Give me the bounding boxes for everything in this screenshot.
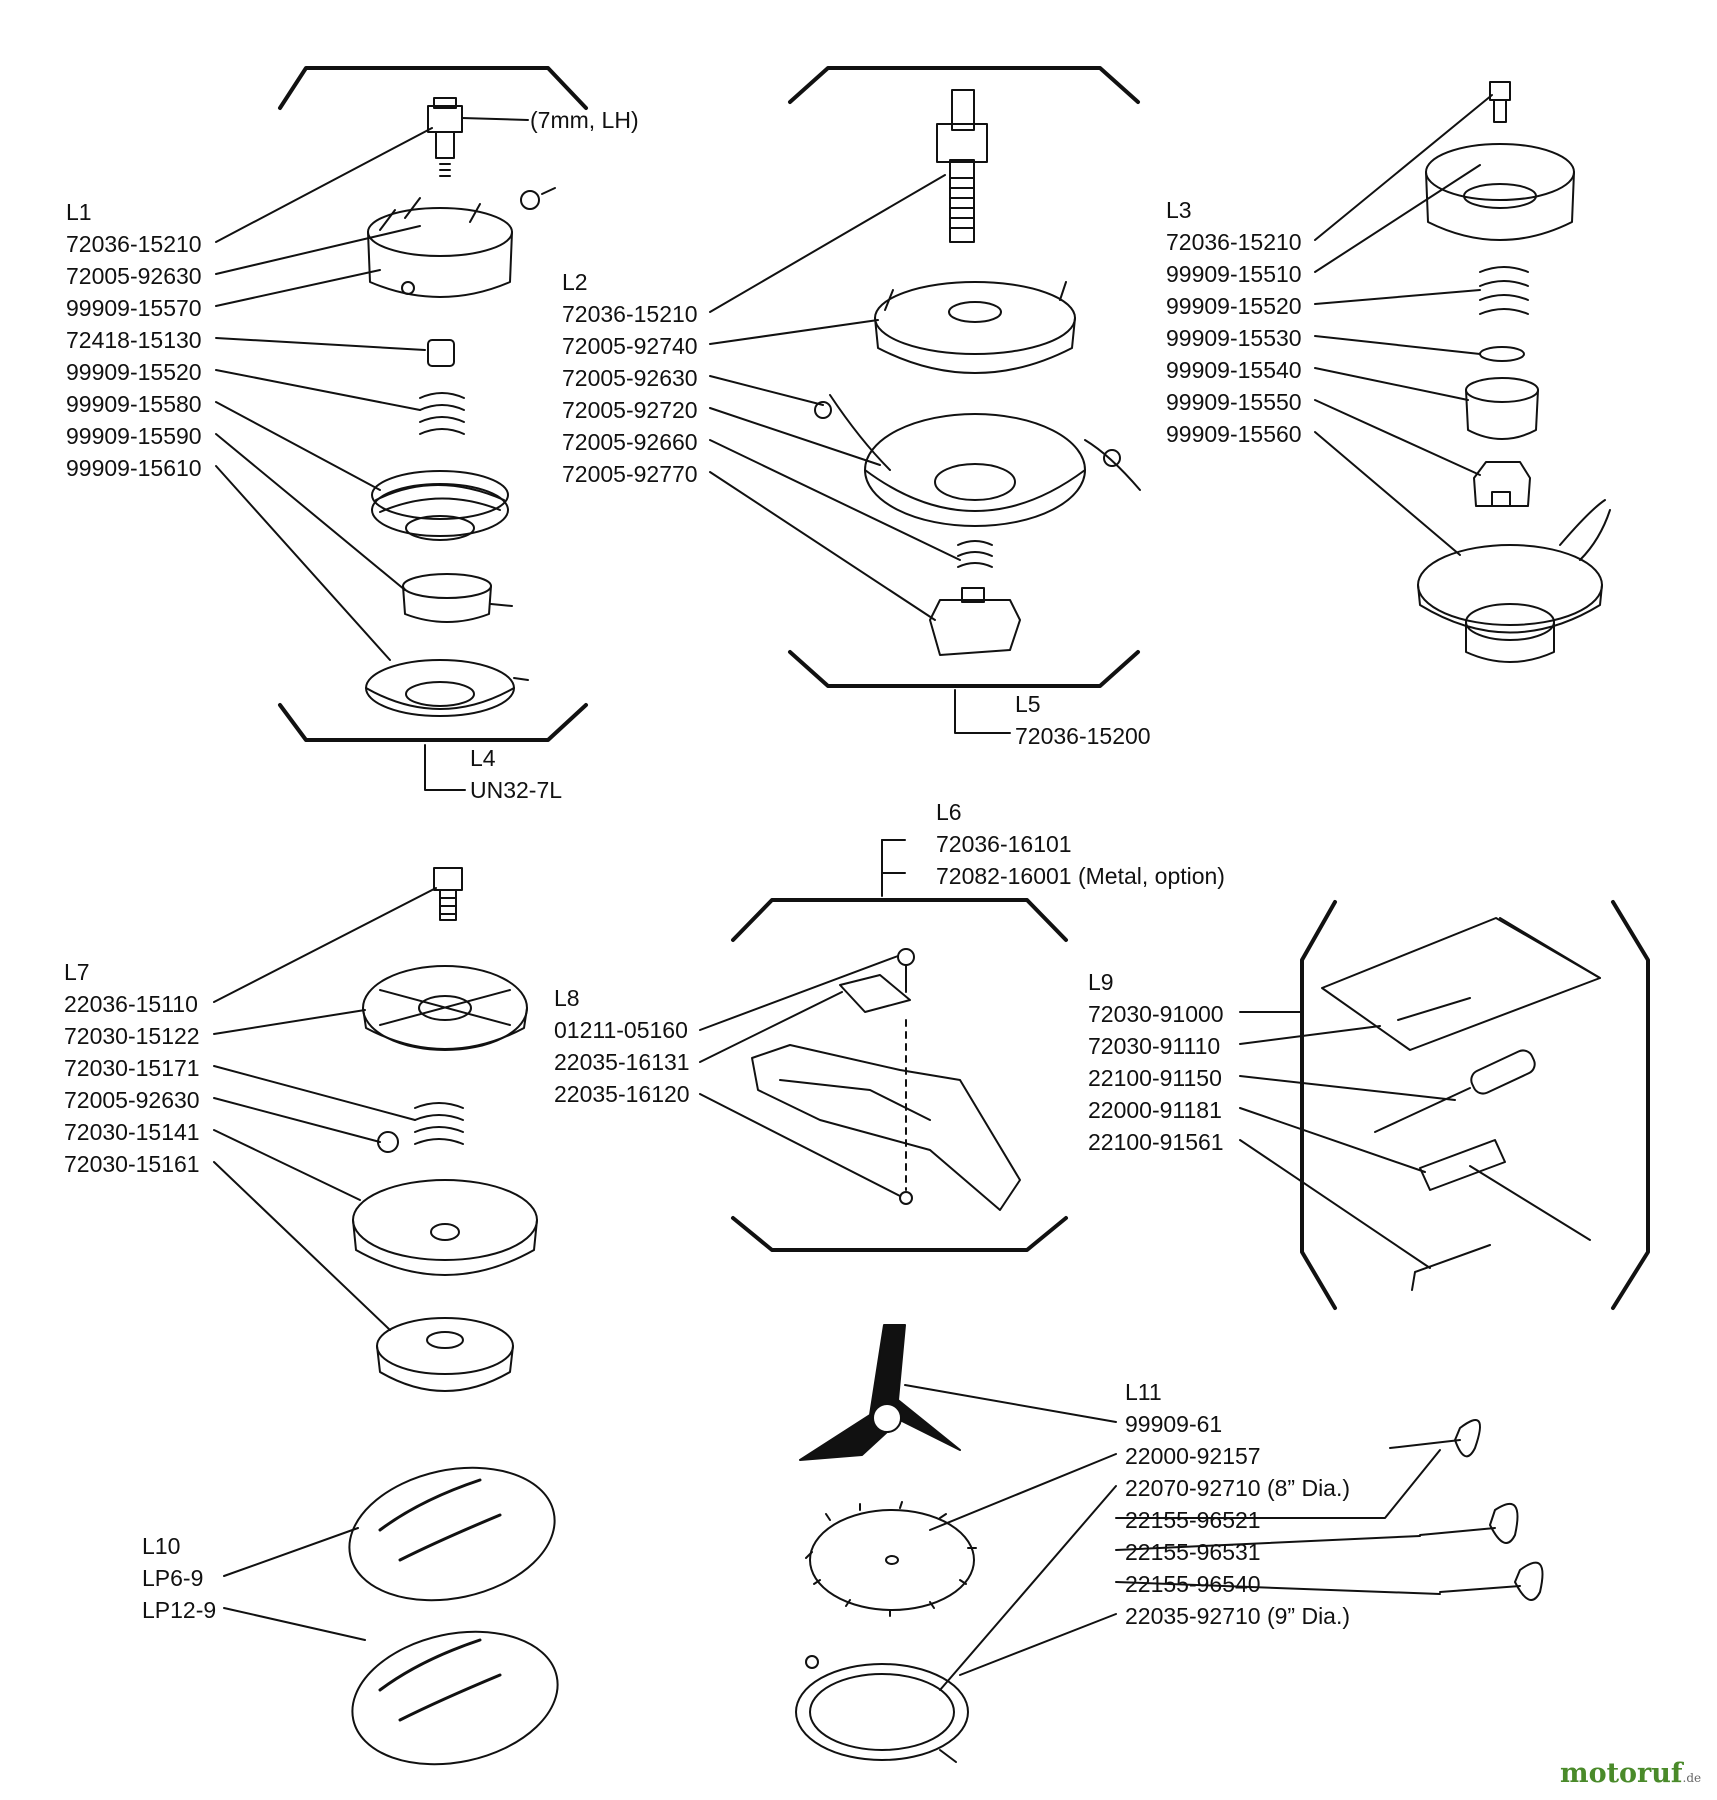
part-number: 72030-91110 [1088,1033,1221,1059]
part-number: 72030-91000 [1088,1001,1224,1027]
part-number: 99909-61 [1125,1411,1223,1437]
part-number: 22035-92710 (9” Dia.) [1125,1603,1351,1629]
part-number: 72005-92630 [562,365,698,391]
ref-lines [424,689,1011,897]
watermark-logo: motoruf.de [1560,1758,1701,1789]
bracket-l1 [278,66,588,742]
part-number: 22155-96521 [1125,1507,1261,1533]
part-number: 22035-16131 [554,1049,690,1075]
l2-assembly [814,89,1141,656]
part-number: 72030-15161 [64,1151,200,1177]
part-number: 99909-15570 [66,295,202,321]
group-title-l7: L7 [64,959,90,985]
part-number: 72036-15200 [1015,723,1151,749]
group-title-l9: L9 [1088,969,1114,995]
part-number: 72005-92630 [64,1087,200,1113]
l9-assembly [1321,917,1601,1291]
part-number: 99909-15550 [1166,389,1302,415]
group-title-l3: L3 [1166,197,1192,223]
part-number: 72005-92630 [66,263,202,289]
part-number: 72036-16101 [936,831,1072,857]
l1-note: (7mm, LH) [530,107,639,133]
part-number: 72082-16001 (Metal, option) [936,863,1225,889]
part-number: 72036-15210 [1166,229,1302,255]
part-number: 22070-92710 (8” Dia.) [1125,1475,1351,1501]
part-number: 72418-15130 [66,327,202,353]
part-number: 22100-91150 [1088,1065,1222,1091]
part-number: 01211-05160 [554,1017,688,1043]
group-title-l6: L6 [936,799,962,825]
part-number: 99909-15530 [1166,325,1302,351]
part-number: 99909-15510 [1166,261,1302,287]
part-number: UN32-7L [470,777,563,803]
part-number: 72030-15122 [64,1023,200,1049]
l7-assembly [352,867,538,1392]
group-title-l2: L2 [562,269,588,295]
l3-assembly [1417,81,1611,663]
group-title-l8: L8 [554,985,580,1011]
part-number: 72005-92660 [562,429,698,455]
part-number: 99909-15610 [66,455,202,481]
bracket-l9 [1300,900,1650,1310]
part-number: 22000-91181 [1088,1097,1222,1123]
part-number: 22155-96540 [1125,1571,1261,1597]
part-number: LP6-9 [142,1565,204,1591]
part-number: 99909-15520 [66,359,202,385]
part-number: 72030-15171 [64,1055,200,1081]
watermark-brand: motoruf [1560,1758,1683,1789]
part-number: 99909-15520 [1166,293,1302,319]
part-number: 99909-15590 [66,423,202,449]
part-number: 99909-15540 [1166,357,1302,383]
part-number: 72005-92720 [562,397,698,423]
part-number: 22155-96531 [1125,1539,1261,1565]
leader-lines [213,94,1493,1691]
part-number: 22100-91561 [1088,1129,1224,1155]
part-number: 22000-92157 [1125,1443,1261,1469]
group-title-l4: L4 [470,745,496,771]
l8-assembly [751,948,1021,1211]
bracket-l6 [731,898,1068,1252]
part-number: 72005-92740 [562,333,698,359]
part-number: 22036-15110 [64,991,198,1017]
group-title-l10: L10 [142,1533,181,1559]
group-title-l11: L11 [1125,1379,1162,1405]
bracket-l2 [788,66,1140,688]
group-title-l1: L1 [66,199,92,225]
part-number: 72030-15141 [64,1119,200,1145]
part-number: LP12-9 [142,1597,217,1623]
part-number: 72005-92770 [562,461,698,487]
l11-assembly [795,1324,1544,1763]
group-title-l5: L5 [1015,691,1041,717]
watermark-suffix: .de [1682,1771,1702,1785]
part-number: 72036-15210 [562,301,698,327]
part-number: 99909-15580 [66,391,202,417]
part-number: 22035-16120 [554,1081,690,1107]
part-number: 72036-15210 [66,231,202,257]
part-number: 99909-15560 [1166,421,1302,447]
l10-assembly [348,1466,559,1766]
